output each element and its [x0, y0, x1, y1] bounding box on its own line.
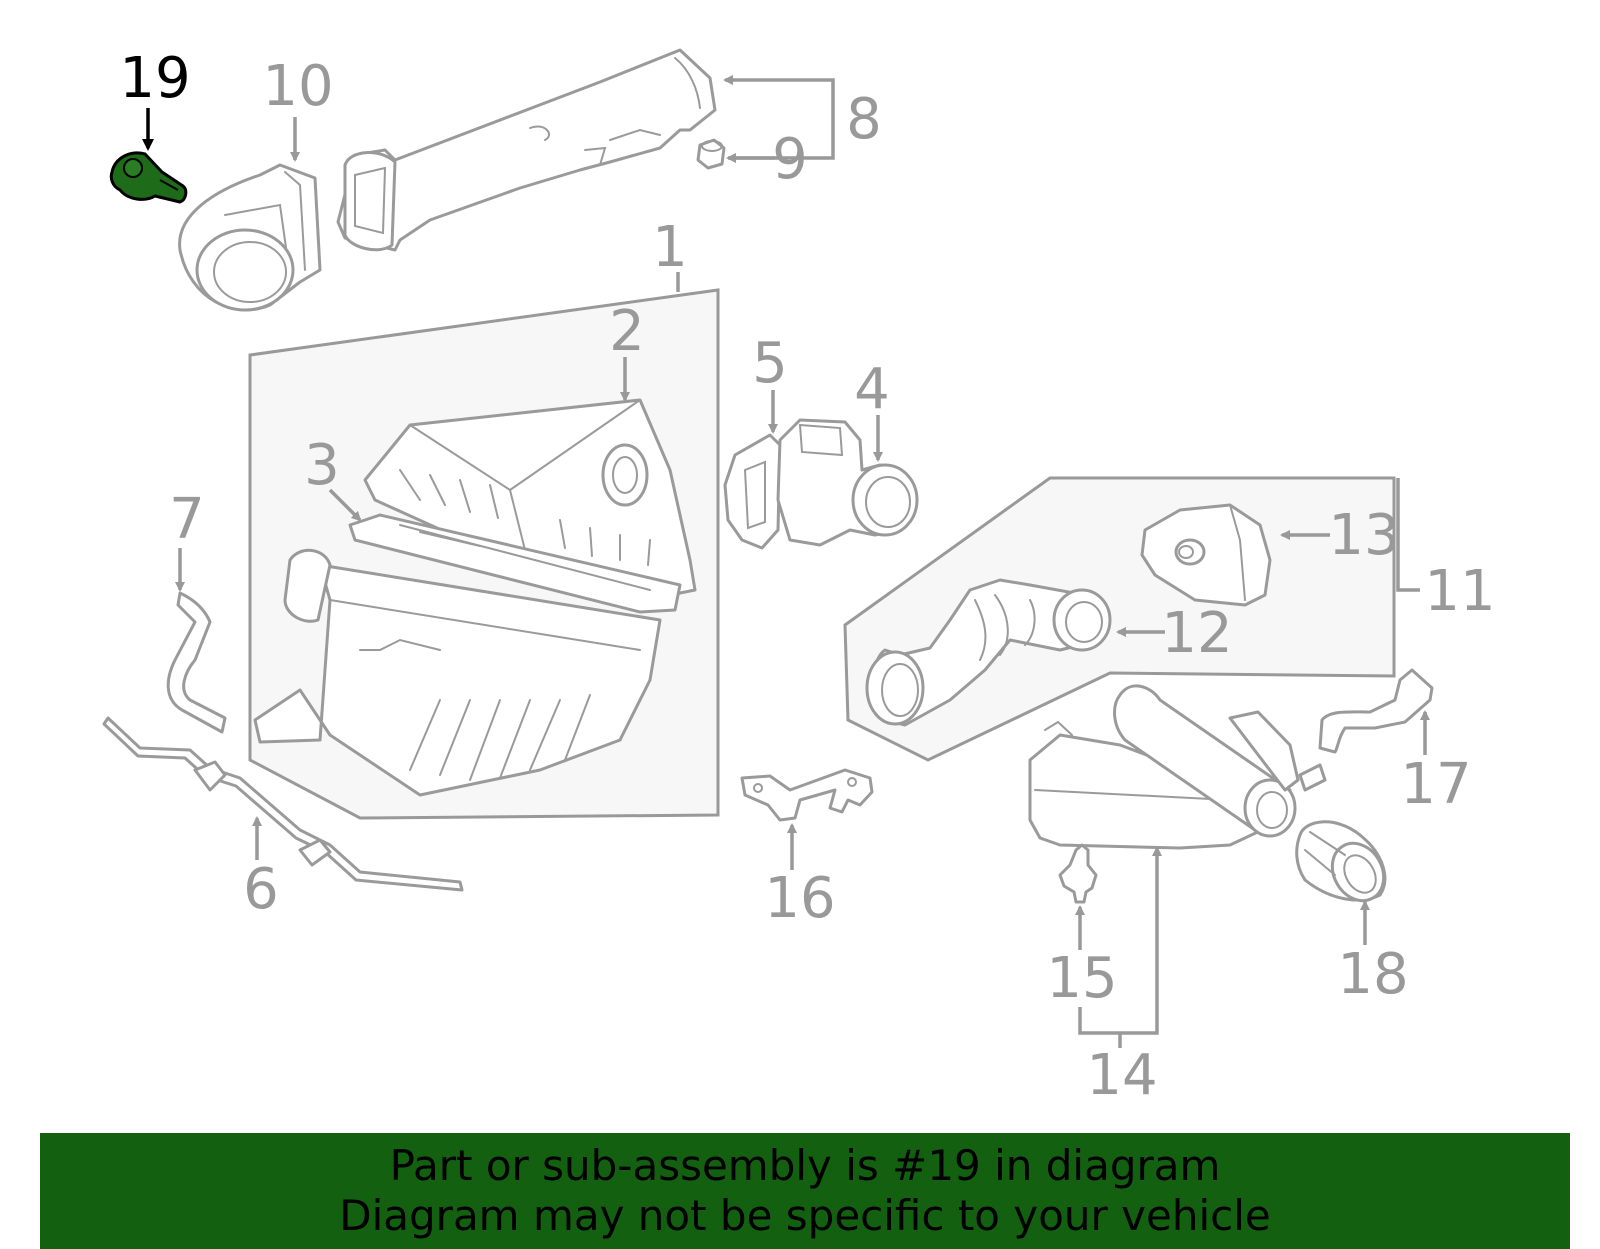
callout-4: 4 [854, 357, 890, 422]
parts-diagram: 19 10 8 9 1 2 3 4 5 7 6 13 11 12 17 16 1… [102, 46, 1496, 1108]
part-10-elbow[interactable] [178, 163, 322, 312]
leader-11 [1396, 478, 1420, 592]
info-banner: Part or sub-assembly is #19 in diagram D… [40, 1133, 1570, 1249]
callout-17: 17 [1400, 752, 1471, 817]
banner-line-1: Part or sub-assembly is #19 in diagram [389, 1141, 1221, 1190]
part-9-grommet[interactable] [696, 138, 726, 170]
callout-3: 3 [304, 433, 340, 498]
part-7-hose[interactable] [166, 591, 227, 734]
part-8-air-duct[interactable] [336, 48, 717, 252]
part-1-air-cleaner-case[interactable] [253, 549, 662, 797]
part-6-rod[interactable] [102, 716, 464, 892]
part-4-mass-air-flow-meter[interactable] [776, 418, 919, 547]
part-16-bracket[interactable] [740, 768, 874, 822]
part-15-clip[interactable] [1058, 843, 1098, 904]
callout-1: 1 [652, 215, 688, 280]
callout-8: 8 [846, 87, 882, 152]
callout-15: 15 [1046, 946, 1117, 1011]
callout-13: 13 [1328, 503, 1399, 568]
banner-line-2: Diagram may not be specific to your vehi… [339, 1191, 1271, 1240]
callout-16: 16 [764, 866, 835, 931]
callout-7: 7 [169, 487, 205, 552]
part-13-resonator[interactable] [1140, 503, 1272, 607]
callout-14: 14 [1086, 1043, 1157, 1108]
part-5-gasket[interactable] [723, 433, 782, 550]
leader-8 [723, 75, 835, 122]
callout-11: 11 [1424, 559, 1495, 624]
part-12-intake-hose[interactable] [865, 578, 1112, 727]
part-3-air-filter[interactable] [348, 513, 682, 614]
part-19-sensor[interactable] [109, 151, 188, 204]
callout-19: 19 [119, 46, 190, 111]
callout-10: 10 [262, 54, 333, 119]
callout-2: 2 [609, 299, 645, 364]
callout-9: 9 [772, 127, 808, 192]
part-14-case-assembly[interactable] [1028, 684, 1327, 850]
callout-5: 5 [752, 331, 788, 396]
part-18-hose[interactable] [1295, 820, 1394, 910]
part-17-hose[interactable] [1318, 668, 1434, 754]
callout-12: 12 [1161, 601, 1232, 666]
leader-3 [328, 488, 362, 522]
callout-6: 6 [243, 857, 279, 922]
callout-18: 18 [1337, 942, 1408, 1007]
